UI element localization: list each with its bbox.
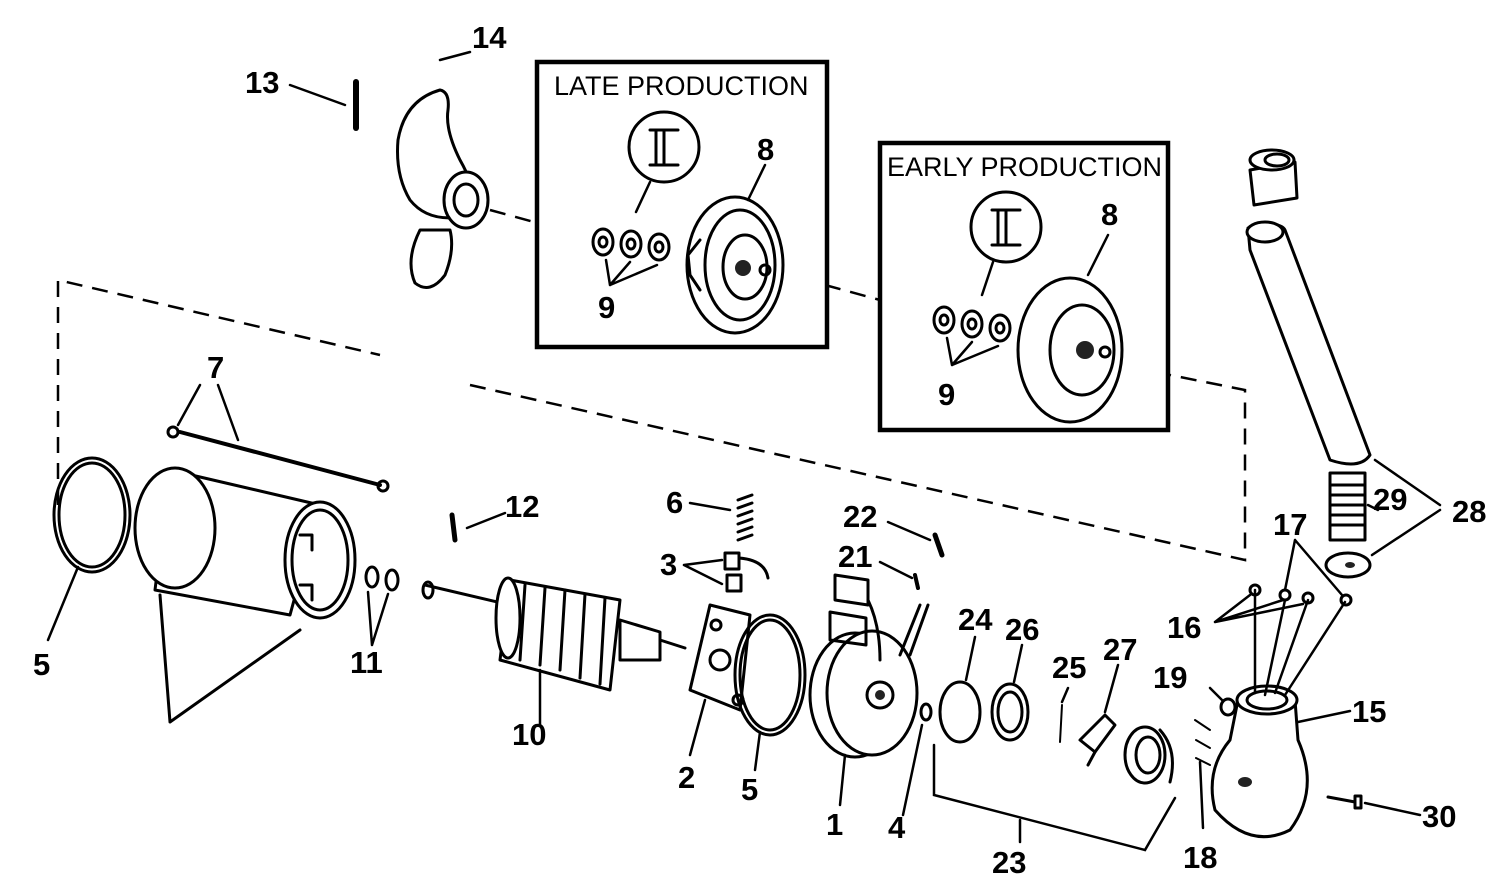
grease-fitting-icon-early xyxy=(969,190,1043,264)
late-production-title: LATE PRODUCTION xyxy=(554,71,809,101)
callout-10: 10 xyxy=(512,717,546,752)
grease-fitting-icon xyxy=(627,110,701,184)
callout-15: 15 xyxy=(1352,694,1386,729)
callout-24: 24 xyxy=(958,602,993,637)
drive-pulley-late xyxy=(685,195,785,335)
propeller xyxy=(396,88,490,289)
callout-27: 27 xyxy=(1103,632,1137,667)
spring-29 xyxy=(1324,471,1372,579)
screws-18 xyxy=(1194,719,1211,766)
late-production-box: LATE PRODUCTION 9 8 xyxy=(534,59,830,350)
plug-19 xyxy=(1219,697,1237,717)
armature xyxy=(421,576,687,692)
callout-17: 17 xyxy=(1273,507,1307,542)
callout-23: 23 xyxy=(992,845,1026,880)
callout-26: 26 xyxy=(1005,612,1039,647)
grommet xyxy=(1123,725,1174,785)
callout-6: 6 xyxy=(666,485,683,520)
callout-28: 28 xyxy=(1452,494,1486,529)
tiller-handle xyxy=(1245,148,1372,466)
o-ring-5-right xyxy=(733,613,807,737)
callout-18: 18 xyxy=(1183,840,1217,875)
callout-1: 1 xyxy=(826,807,843,842)
callout-29: 29 xyxy=(1373,482,1407,517)
early-production-title: EARLY PRODUCTION xyxy=(887,152,1162,182)
callout-13: 13 xyxy=(245,65,279,100)
drive-pulley-early xyxy=(1016,276,1124,424)
early-production-box: EARLY PRODUCTION 9 8 xyxy=(877,140,1171,433)
callout-9-late: 9 xyxy=(598,290,615,325)
bracket-23 xyxy=(932,743,1177,852)
callout-8-early: 8 xyxy=(1101,197,1118,232)
washer-11a xyxy=(364,565,380,589)
phantom-lines xyxy=(56,208,1247,562)
callout-5-left: 5 xyxy=(33,647,50,682)
control-housing-15 xyxy=(1210,583,1353,839)
callout-9-early: 9 xyxy=(938,377,955,412)
callout-30: 30 xyxy=(1422,799,1456,834)
callout-19: 19 xyxy=(1153,660,1187,695)
tie-rod xyxy=(166,425,390,493)
callout-4: 4 xyxy=(888,810,906,845)
callout-12: 12 xyxy=(505,489,539,524)
callout-14: 14 xyxy=(472,20,507,55)
callout-25: 25 xyxy=(1052,650,1086,685)
leads-21-22 xyxy=(898,532,945,657)
callout-21: 21 xyxy=(838,539,872,574)
bolt-30 xyxy=(1326,794,1363,810)
motor-housing xyxy=(133,466,357,724)
callout-11: 11 xyxy=(350,645,383,680)
callout-8-late: 8 xyxy=(757,132,774,167)
callout-16: 16 xyxy=(1167,610,1201,645)
callout-7: 7 xyxy=(207,350,224,385)
callout-2: 2 xyxy=(678,760,695,795)
spring-6 xyxy=(736,493,754,542)
callout-5-right: 5 xyxy=(741,772,758,807)
pin-12 xyxy=(449,512,458,543)
nut-26 xyxy=(990,682,1030,742)
o-ring-24 xyxy=(938,680,982,744)
o-ring-5-left xyxy=(52,456,132,574)
screw-25 xyxy=(1059,704,1063,743)
callout-3: 3 xyxy=(660,547,677,582)
bearings xyxy=(591,227,671,262)
nut-4 xyxy=(919,702,933,722)
clip-27 xyxy=(1078,713,1117,767)
bearings-early xyxy=(932,305,1012,343)
callout-22: 22 xyxy=(843,499,877,534)
washer-11b xyxy=(384,568,400,592)
brushes-3 xyxy=(723,551,770,593)
end-cap-1 xyxy=(808,573,919,759)
